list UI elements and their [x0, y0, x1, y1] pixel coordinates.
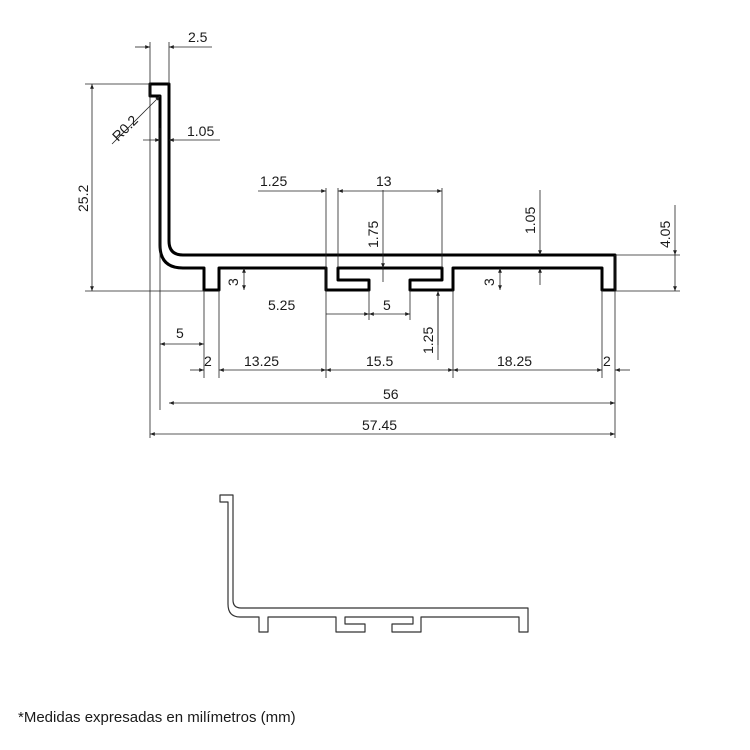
dim-1-75: 1.75	[365, 221, 381, 248]
dim-3-left: 3	[225, 278, 241, 286]
dim-2-5: 2.5	[188, 29, 208, 45]
dim-r0-2: R0.2	[109, 112, 141, 144]
units-footnote: *Medidas expresadas en milímetros (mm)	[18, 709, 296, 726]
dim-15-5: 15.5	[366, 353, 393, 369]
dim-57-45: 57.45	[362, 417, 397, 433]
extension-lines	[85, 42, 680, 438]
dim-1-05-left: 1.05	[187, 123, 214, 139]
dim-18-25: 18.25	[497, 353, 532, 369]
dim-13-25: 13.25	[244, 353, 279, 369]
dimension-lines	[90, 45, 677, 436]
dim-1-25-top: 1.25	[260, 173, 287, 189]
dim-2-left: 2	[204, 353, 212, 369]
dim-2-right: 2	[603, 353, 611, 369]
dim-5-mid: 5	[383, 297, 391, 313]
dim-1-25-bottom: 1.25	[420, 327, 436, 354]
dim-13-top: 13	[376, 173, 392, 189]
dim-1-05-right: 1.05	[522, 207, 538, 234]
dim-25-2: 25.2	[75, 185, 91, 212]
dim-5-left: 5	[176, 325, 184, 341]
dim-4-05: 4.05	[657, 221, 673, 248]
dim-3-right: 3	[481, 278, 497, 286]
dim-56: 56	[383, 386, 399, 402]
small-profile	[219, 494, 529, 633]
dim-5-25: 5.25	[268, 297, 295, 313]
